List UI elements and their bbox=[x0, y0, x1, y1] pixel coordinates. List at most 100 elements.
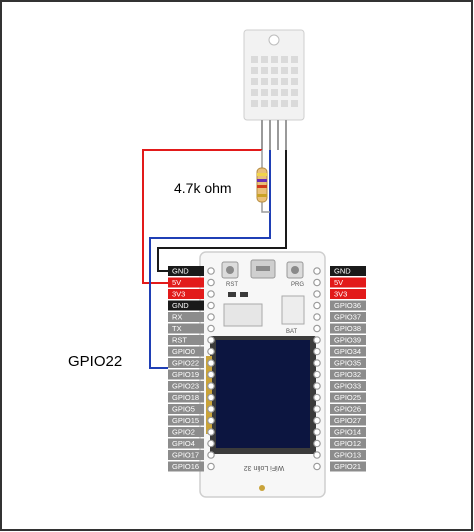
rst-button-cap bbox=[226, 266, 234, 274]
resistor-band-3 bbox=[257, 185, 267, 188]
pin-box bbox=[330, 381, 366, 391]
pin-label: 5V bbox=[172, 278, 181, 287]
sensor-vent bbox=[261, 89, 268, 96]
sensor-mount-hole bbox=[268, 34, 280, 46]
pin-box bbox=[168, 266, 204, 276]
header-hole bbox=[313, 428, 321, 436]
header-hole bbox=[207, 290, 215, 298]
header-hole bbox=[313, 324, 321, 333]
wire-power bbox=[142, 149, 262, 284]
pin-box bbox=[330, 438, 366, 449]
resistor-label: 4.7k ohm bbox=[174, 180, 232, 196]
header-hole bbox=[313, 267, 321, 275]
header-hole bbox=[313, 370, 321, 379]
pin-box bbox=[330, 461, 366, 472]
pin-box bbox=[330, 300, 366, 311]
pin-label: GPIO25 bbox=[334, 393, 361, 402]
prg-label: PRG bbox=[291, 282, 304, 288]
pin-box bbox=[168, 427, 204, 437]
pin-label: GPIO23 bbox=[172, 382, 199, 391]
bat-label: BAT bbox=[286, 329, 298, 335]
pin-label: GPIO35 bbox=[334, 359, 361, 368]
pin-label: GPIO19 bbox=[172, 370, 199, 379]
header-hole bbox=[207, 267, 215, 275]
pin-box bbox=[330, 266, 366, 276]
pin-label: GPIO27 bbox=[334, 416, 361, 425]
pin-label: GPIO36 bbox=[334, 301, 361, 310]
header-hole bbox=[207, 313, 215, 321]
smd-component bbox=[240, 292, 248, 297]
sensor-body bbox=[243, 29, 305, 121]
sensor-vent bbox=[251, 78, 258, 85]
pin-box bbox=[168, 369, 204, 380]
pin-box bbox=[168, 335, 204, 345]
pin-label: RX bbox=[172, 313, 182, 322]
header-hole bbox=[313, 416, 321, 425]
board-name: WiFi Lolin 32 bbox=[244, 464, 285, 471]
pin-label: GPIO0 bbox=[172, 347, 195, 356]
pin-box bbox=[330, 358, 366, 368]
esp32-board: RST PRG BAT WiFi Lolin 32 bbox=[199, 251, 326, 498]
pin-box bbox=[168, 312, 204, 322]
pin-label: GPIO18 bbox=[172, 393, 199, 402]
header-hole bbox=[313, 451, 321, 459]
pin-label: GPIO39 bbox=[334, 336, 361, 345]
pin-label: GPIO17 bbox=[172, 451, 199, 460]
pin-box bbox=[168, 438, 204, 449]
pin-label: 3V3 bbox=[172, 290, 185, 299]
pin-box bbox=[168, 358, 204, 368]
sensor-vent bbox=[271, 89, 278, 96]
sensor-vent bbox=[261, 78, 268, 85]
header-hole bbox=[207, 416, 215, 425]
sensor-vent bbox=[251, 100, 258, 107]
pin-box bbox=[168, 392, 204, 403]
pin-box bbox=[168, 450, 204, 460]
wires bbox=[142, 149, 287, 369]
pin-label: GPIO13 bbox=[334, 451, 361, 460]
pin-label: 5V bbox=[334, 278, 343, 287]
smd-component bbox=[228, 292, 236, 297]
pin-label: GPIO37 bbox=[334, 313, 361, 322]
left-pin-header: GND5V3V3GNDRXTXRSTGPIO0GPIO22GPIO19GPIO2… bbox=[168, 266, 204, 472]
header-hole bbox=[207, 301, 215, 310]
sensor-vent bbox=[291, 56, 298, 63]
sensor-vent bbox=[261, 100, 268, 107]
resistor bbox=[256, 167, 268, 203]
board-led bbox=[259, 485, 265, 491]
sensor-vent bbox=[251, 56, 258, 63]
sensor-vent bbox=[261, 67, 268, 74]
wire-data bbox=[149, 150, 271, 369]
resistor-band-1 bbox=[257, 173, 267, 176]
dht22-sensor bbox=[243, 29, 305, 150]
pin-box bbox=[330, 335, 366, 345]
sensor-vent bbox=[291, 100, 298, 107]
sensor-vent bbox=[271, 100, 278, 107]
pin-label: GND bbox=[172, 301, 189, 310]
header-hole bbox=[313, 278, 321, 287]
pin-box bbox=[330, 312, 366, 322]
pin-box bbox=[330, 277, 366, 288]
sensor-vent bbox=[281, 100, 288, 107]
pin-label: GPIO38 bbox=[334, 324, 361, 333]
pin-box bbox=[330, 323, 366, 334]
sensor-vent bbox=[281, 78, 288, 85]
sensor-grille bbox=[251, 56, 298, 107]
pin-box bbox=[168, 404, 204, 414]
header-hole bbox=[207, 278, 215, 287]
pin-box bbox=[168, 300, 204, 311]
header-hole bbox=[207, 336, 215, 344]
pin-label: GPIO34 bbox=[334, 347, 361, 356]
pin-label: 3V3 bbox=[334, 290, 347, 299]
pin-label: GPIO16 bbox=[172, 462, 199, 471]
sensor-vent bbox=[291, 89, 298, 96]
header-hole bbox=[207, 347, 215, 356]
header-hole bbox=[207, 359, 215, 367]
header-hole bbox=[207, 405, 215, 413]
pin-box bbox=[168, 277, 204, 288]
sensor-vent bbox=[281, 67, 288, 74]
oled-screen bbox=[216, 340, 310, 448]
sensor-vent bbox=[251, 67, 258, 74]
pin-label: GPIO33 bbox=[334, 382, 361, 391]
